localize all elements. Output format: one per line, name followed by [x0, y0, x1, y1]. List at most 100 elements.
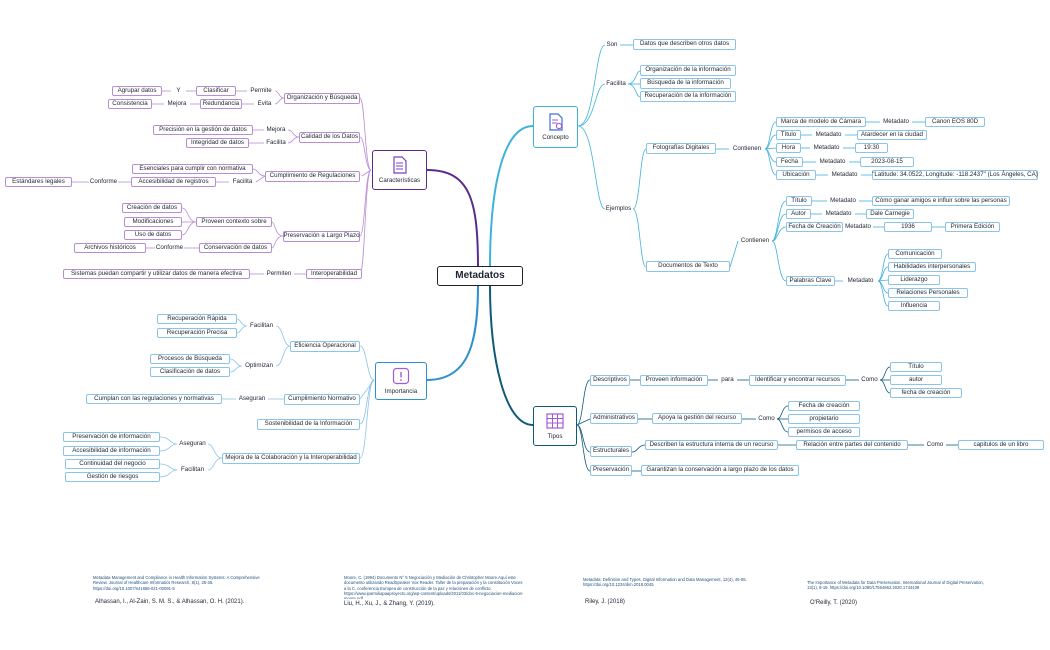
node-sostenibilidad[interactable]: Sostenibilidad de la Información	[257, 419, 360, 430]
node-integridad[interactable]: Integridad de datos	[186, 138, 249, 148]
node-datos-describen[interactable]: Datos que describen otros datos	[633, 39, 736, 50]
reference-author-3: Riley, J. (2018)	[582, 597, 628, 607]
node-preservacion-tipo[interactable]: Preservación	[590, 465, 632, 476]
hub-caracteristicas[interactable]: Características	[372, 150, 427, 190]
node-desc-autor[interactable]: autor	[890, 375, 942, 385]
node-archivos-historicos[interactable]: Archivos históricos	[74, 243, 146, 253]
reference-author-4: O'Reilly, T. (2020)	[807, 598, 860, 608]
node-garantizan[interactable]: Garantizan la conservación a largo plazo…	[641, 465, 799, 476]
node-doc-titulo-value[interactable]: Cómo ganar amigos e influir sobre las pe…	[872, 196, 1010, 206]
node-adm-propietario[interactable]: propietario	[788, 414, 860, 424]
node-capitulos-libro[interactable]: capitulos de un libro	[958, 440, 1044, 450]
reference-note-1: Metadata Management and Compliance in He…	[93, 575, 260, 591]
node-busqueda-info[interactable]: Búsqueda de la información	[640, 78, 731, 89]
node-recuperacion-rapida[interactable]: Recuperación Rápida	[157, 314, 237, 324]
node-doc-autor-value[interactable]: Dale Carnegie	[866, 209, 914, 219]
node-conservacion-datos[interactable]: Conservación de datos	[199, 243, 272, 253]
node-desc-titulo[interactable]: Título	[890, 362, 942, 372]
node-foto-ubicacion-value[interactable]: "Latitude: 34.0522, Longitude: -118.2437…	[872, 170, 1038, 180]
node-palabras-clave[interactable]: Palabras Clave	[786, 276, 835, 286]
node-administrativos[interactable]: Administrativos	[590, 413, 638, 424]
node-recuperacion-precisa[interactable]: Recuperación Precisa	[157, 328, 237, 338]
node-preservacion-largo-plazo[interactable]: Preservación a Largo Plazo	[283, 231, 360, 242]
node-proveen-contexto[interactable]: Proveen contexto sobre	[196, 217, 272, 227]
node-kw-relaciones[interactable]: Relaciones Personales	[888, 288, 968, 298]
node-agrupar-datos[interactable]: Agrupar datos	[112, 86, 162, 96]
node-mejora-colaboracion[interactable]: Mejora de la Colaboración y la Interoper…	[222, 453, 360, 464]
node-foto-fecha[interactable]: Fecha	[776, 157, 803, 167]
node-identificar-recursos[interactable]: Identificar y encontrar recursos	[749, 375, 846, 386]
node-accesibilidad-registros[interactable]: Accesibilidad de registros	[131, 177, 216, 187]
node-procesos-busqueda[interactable]: Procesos de Búsqueda	[150, 354, 230, 364]
node-creacion-datos[interactable]: Creación de datos	[122, 203, 182, 213]
node-doc-fecha-edicion[interactable]: Primera Edición	[945, 222, 1000, 232]
document-list-icon	[391, 155, 409, 175]
node-uso-datos[interactable]: Uso de datos	[124, 230, 182, 240]
main-topic-metadatos[interactable]: Metadatos	[437, 266, 523, 286]
hub-tipos[interactable]: Tipos	[533, 406, 577, 446]
label-aseguran: Aseguran	[238, 394, 266, 402]
node-adm-permisos[interactable]: permisos de acceso	[788, 427, 860, 437]
node-clasificar[interactable]: Clasificar	[196, 86, 236, 96]
node-estructurales[interactable]: Estructurales	[590, 446, 632, 457]
node-doc-fecha[interactable]: Fecha de Creación	[786, 222, 843, 232]
node-foto-hora-value[interactable]: 19:30	[855, 143, 888, 153]
node-estandares-legales[interactable]: Estándares legales	[5, 177, 72, 187]
node-recuperacion-info[interactable]: Recuperación de la información	[640, 91, 736, 102]
node-kw-comunicacion[interactable]: Comunicación	[888, 249, 942, 259]
label-foto-ubicacion-metadato: Metadato	[831, 170, 858, 178]
node-sistemas-compartir[interactable]: Sistemas puedan compartir y utilizar dat…	[63, 269, 250, 279]
node-esenciales[interactable]: Esenciales para cumplir con normativa	[132, 164, 253, 174]
node-foto-titulo[interactable]: Título	[776, 130, 801, 140]
label-optimizan: Optimizan	[245, 361, 273, 369]
hub-concepto[interactable]: Concepto	[533, 106, 578, 148]
label-doc-contienen: Contienen	[740, 236, 770, 244]
node-precision[interactable]: Precisión en la gestión de datos	[153, 125, 253, 135]
node-foto-marca[interactable]: Marca de modelo de Cámara	[776, 117, 866, 127]
node-gestion-riesgos[interactable]: Gestión de riesgos	[65, 472, 160, 482]
node-doc-titulo[interactable]: Título	[786, 196, 812, 206]
node-fotografias[interactable]: Fotografías Digitales	[646, 143, 716, 154]
node-continuidad-negocio[interactable]: Continuidad del negocio	[65, 459, 160, 469]
node-documentos-texto[interactable]: Documentos de Texto	[646, 261, 730, 272]
label-foto-titulo-metadato: Metadato	[815, 130, 842, 138]
node-clasificacion-datos[interactable]: Clasificación de datos	[150, 367, 230, 377]
node-eficiencia-operacional[interactable]: Eficiencia Operacional	[290, 341, 360, 352]
label-doc-autor-metadato: Metadato	[825, 209, 852, 217]
node-kw-liderazgo[interactable]: Liderazgo	[888, 275, 940, 285]
node-redundancia[interactable]: Redundancia	[200, 99, 242, 109]
node-foto-hora[interactable]: Hora	[776, 143, 801, 153]
node-preservacion-informacion[interactable]: Preservación de información	[63, 432, 160, 442]
hub-importancia[interactable]: Importancia	[375, 362, 427, 400]
node-doc-fecha-value[interactable]: 1936	[884, 222, 932, 232]
label-ejemplos: Ejemplos	[605, 204, 632, 212]
node-desc-fecha[interactable]: fecha de creación	[890, 388, 962, 398]
label-permiten: Permiten	[266, 269, 292, 277]
hub-caracteristicas-label: Características	[378, 177, 421, 185]
node-foto-ubicacion[interactable]: Ubicación	[776, 170, 816, 180]
node-foto-marca-value[interactable]: Canon EOS 80D	[925, 117, 985, 127]
label-facilita-cumplimiento: Facilita	[232, 177, 253, 185]
node-kw-habilidades[interactable]: Habilidades interpersonales	[888, 262, 976, 272]
node-accesibilidad-informacion[interactable]: Accesibilidad de información	[63, 446, 160, 456]
node-consistencia[interactable]: Consistencia	[108, 99, 152, 109]
node-descriptivos[interactable]: Descriptivos	[590, 375, 630, 386]
node-modificaciones[interactable]: Modificaciones	[124, 217, 182, 227]
node-doc-autor[interactable]: Autor	[786, 209, 811, 219]
node-organizacion-busqueda[interactable]: Organización y Búsqueda	[284, 93, 360, 104]
node-foto-fecha-value[interactable]: 2023-08-15	[860, 157, 914, 167]
node-interoperabilidad[interactable]: Interoperabilidad	[306, 269, 362, 279]
node-organizacion-info[interactable]: Organización de la información	[640, 65, 736, 76]
node-apoya-gestion[interactable]: Apoya la gestión del recurso	[652, 413, 742, 424]
node-kw-influencia[interactable]: Influencia	[888, 301, 940, 311]
node-adm-fecha[interactable]: Fecha de creación	[788, 401, 860, 411]
node-foto-titulo-value[interactable]: Atardecer en la ciudad	[857, 130, 927, 140]
node-cumplimiento-normativo[interactable]: Cumplimiento Normativo	[284, 394, 360, 405]
node-relacion-partes[interactable]: Relación entre partes del contenido	[796, 440, 908, 450]
node-describen-estructura[interactable]: Describen la estructura interna de un re…	[645, 440, 778, 450]
node-proveen-informacion[interactable]: Proveen información	[640, 375, 708, 386]
node-cumplan-regulaciones[interactable]: Cumplan con las regulaciones y normativa…	[86, 394, 222, 404]
label-foto-marca-metadato: Metadato	[883, 117, 909, 125]
node-calidad-datos[interactable]: Calidad de los Datos	[299, 132, 360, 143]
node-cumplimiento-regulaciones[interactable]: Cumplimiento de Regulaciones	[265, 171, 360, 182]
